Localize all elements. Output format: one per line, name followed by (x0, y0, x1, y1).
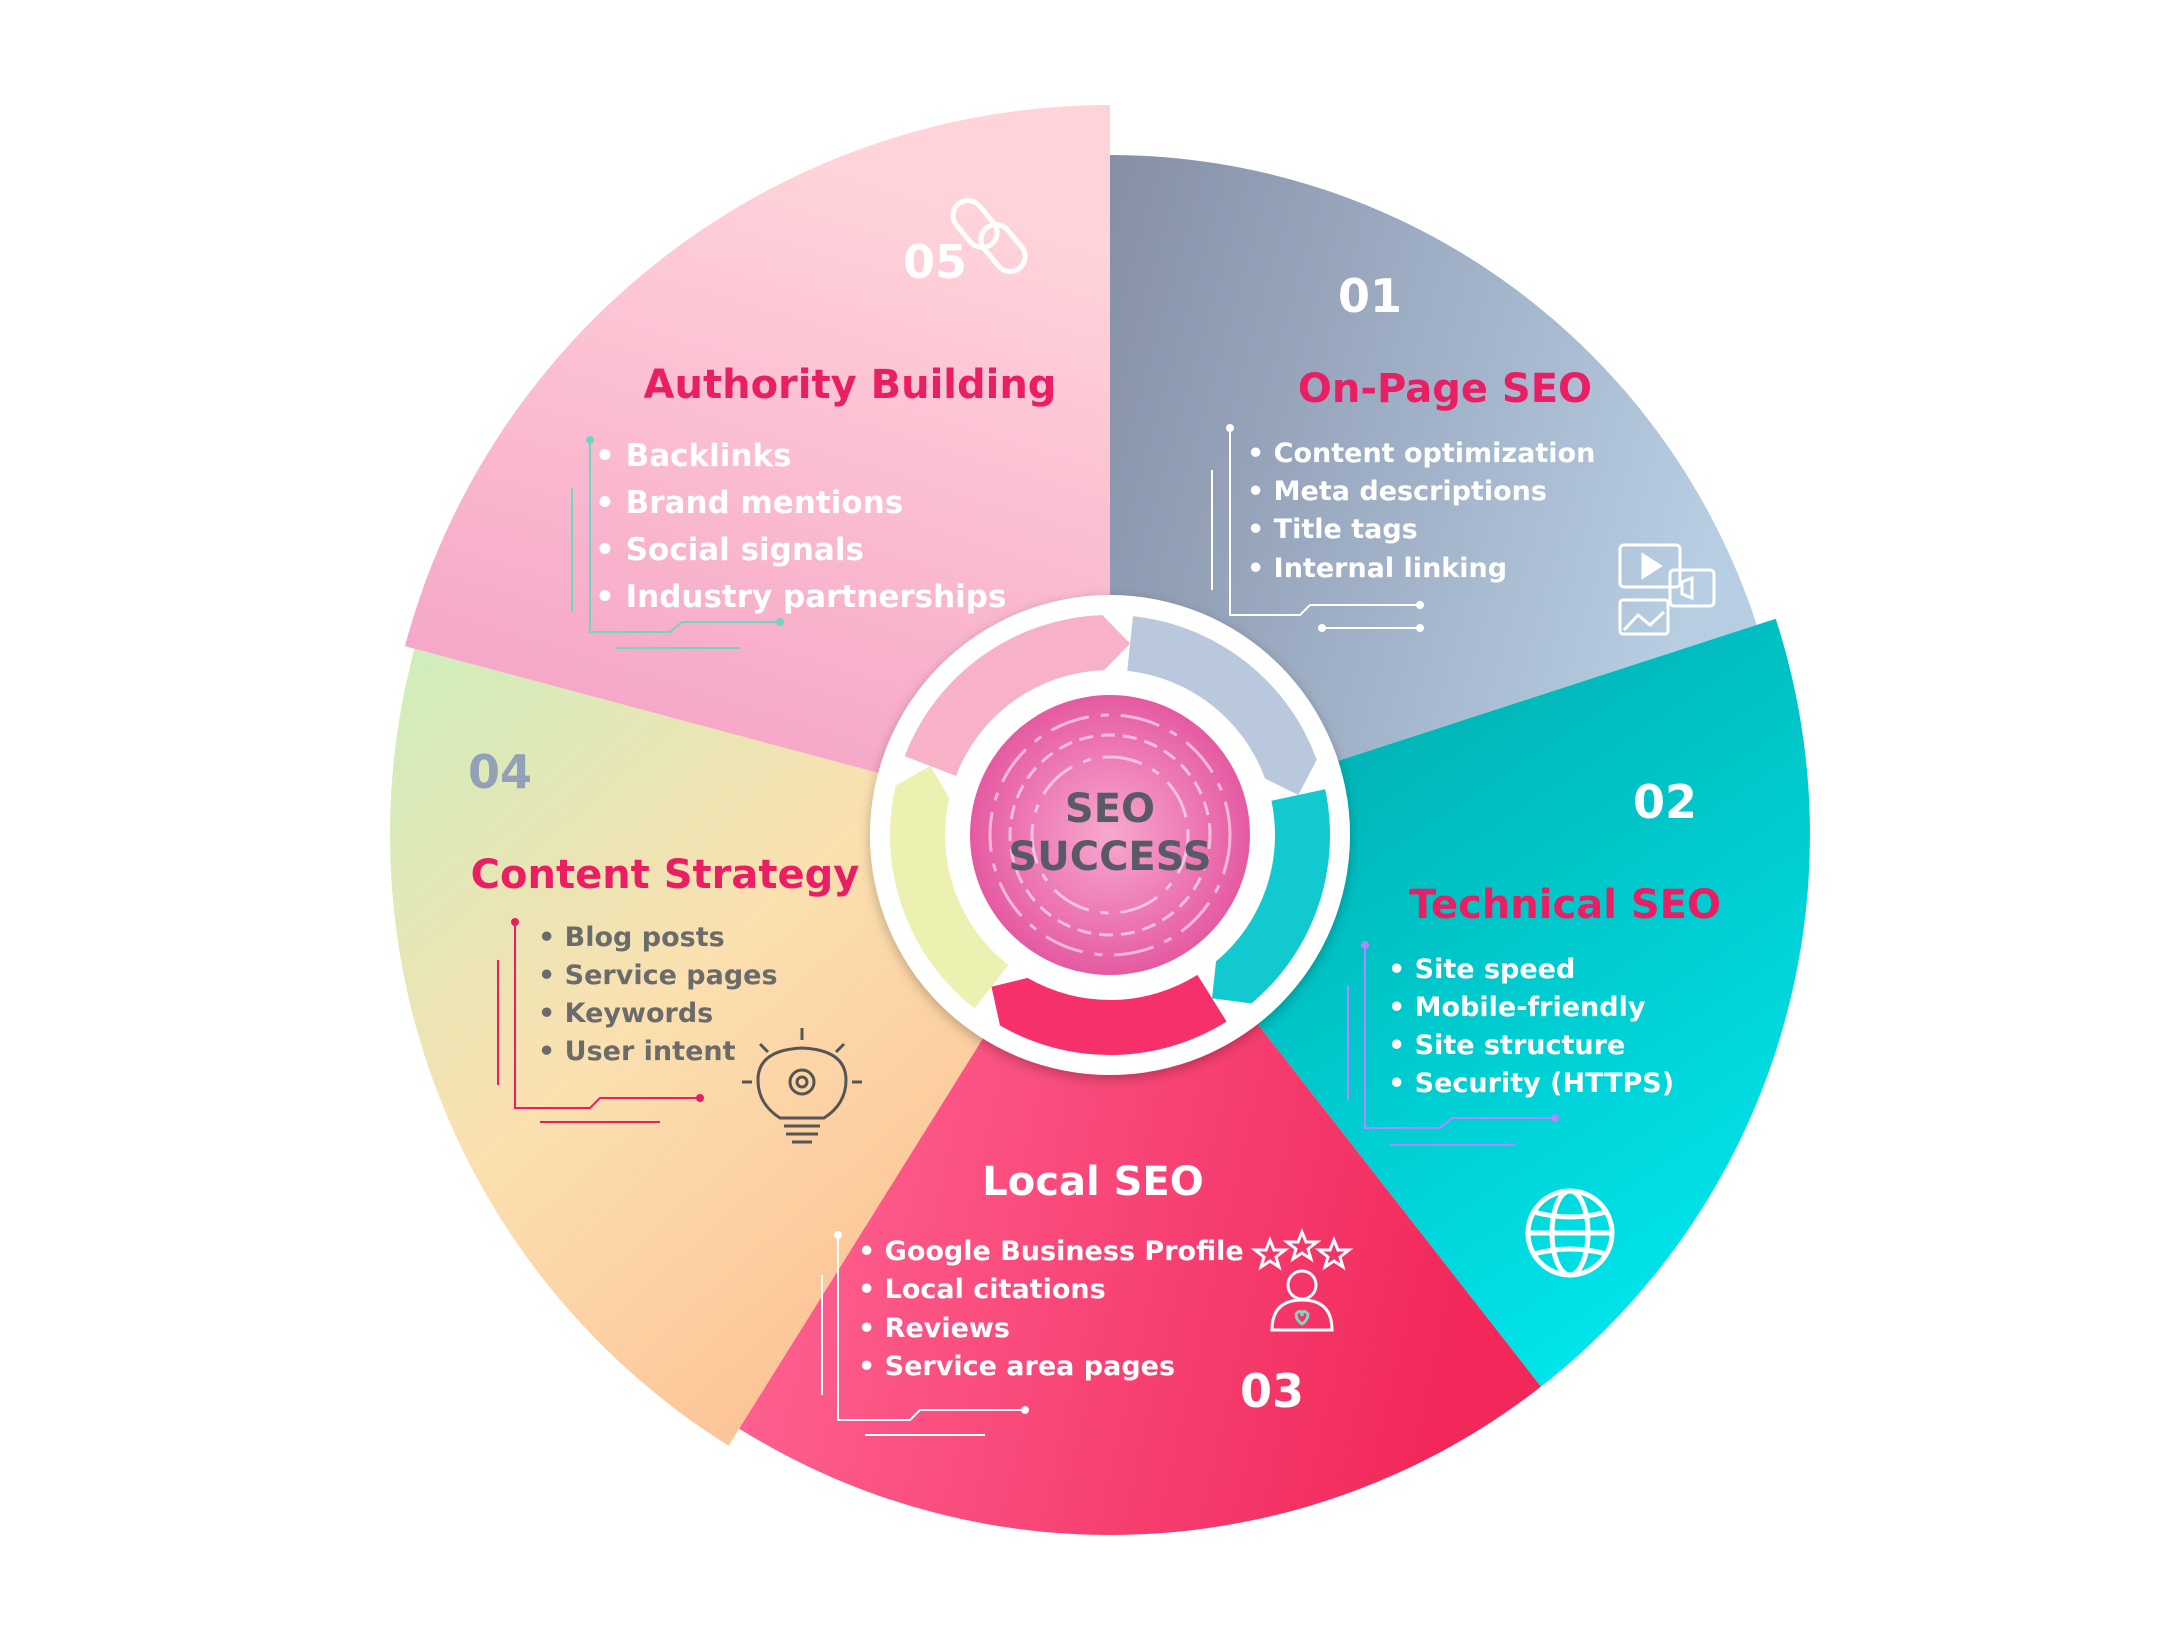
segment-01-item-1: • Content optimization (1247, 438, 1595, 469)
segment-03-circuit-lines (821, 1231, 1029, 1436)
segment-02-circuit-lines (1347, 941, 1559, 1146)
segment-05-item-2: • Brand mentions (595, 485, 903, 521)
segment-04-item-4: • User intent (538, 1036, 736, 1067)
center-title-line2: SUCCESS (1008, 834, 1211, 880)
segment-03-item-1: • Google Business Profile (858, 1236, 1244, 1267)
segment-01-title: On-Page SEO (1298, 366, 1592, 412)
chain-link-icon (950, 198, 1028, 274)
center-hub: SEO SUCCESS (870, 595, 1350, 1075)
globe-icon (1525, 1188, 1615, 1278)
center-title-line1: SEO (1065, 786, 1155, 832)
segment-04-title: Content Strategy (471, 852, 860, 898)
segment-05-item-3: • Social signals (595, 532, 864, 568)
segment-02-number: 02 (1633, 775, 1697, 829)
media-icon (1618, 543, 1716, 636)
segment-02-item-1: • Site speed (1388, 954, 1575, 985)
segment-05-item-4: • Industry partnerships (595, 579, 1006, 615)
cycle-arrow-3 (991, 974, 1227, 1055)
segment-01-item-2: • Meta descriptions (1247, 476, 1547, 507)
cycle-arrow-4 (889, 766, 1009, 1009)
segment-01-circuit-lines (1211, 424, 1424, 632)
cycle-arrow-1 (1127, 616, 1317, 795)
center-tech-pattern (988, 713, 1232, 957)
segment-02-item-4: • Security (HTTPS) (1388, 1068, 1674, 1099)
segment-05-content: 05 Authority Building • Backlinks • Bran… (571, 198, 1057, 649)
segment-02-item-3: • Site structure (1388, 1030, 1625, 1061)
segment-03-number: 03 (1240, 1364, 1304, 1418)
segment-01-number: 01 (1338, 269, 1402, 323)
rating-person-icon (1250, 1227, 1354, 1332)
segment-03-item-3: • Reviews (858, 1313, 1010, 1344)
segment-04-number: 04 (468, 745, 532, 799)
segment-04-circuit-lines (497, 918, 704, 1123)
segment-02-content: 02 Technical SEO • Site speed • Mobile-f… (1347, 775, 1721, 1278)
segment-02-title: Technical SEO (1409, 882, 1721, 928)
segment-01-item-4: • Internal linking (1247, 553, 1507, 584)
segment-04-item-2: • Service pages (538, 960, 778, 991)
cycle-arrow-2 (1212, 789, 1330, 1004)
segment-03-item-2: • Local citations (858, 1274, 1106, 1305)
segment-03-content: Local SEO • Google Business Profile • Lo… (821, 1159, 1354, 1436)
segment-03-item-4: • Service area pages (858, 1351, 1175, 1382)
segment-04-content: 04 Content Strategy • Blog posts • Servi… (468, 745, 862, 1144)
segment-05-item-1: • Backlinks (595, 438, 792, 474)
segment-01-content: 01 On-Page SEO • Content optimization • … (1211, 269, 1716, 636)
segment-05-number: 05 (903, 235, 967, 289)
segment-01-item-3: • Title tags (1247, 514, 1418, 545)
segment-04-item-3: • Keywords (538, 998, 713, 1029)
segment-04-item-1: • Blog posts (538, 922, 725, 953)
lightbulb-gear-icon (742, 1028, 862, 1144)
segment-05-title: Authority Building (644, 362, 1057, 408)
hud-ring-1 (988, 713, 1232, 957)
segment-05-wedge (404, 105, 1110, 835)
hud-ring-2 (1008, 733, 1212, 937)
segment-05-circuit-lines (571, 436, 784, 649)
cycle-arrows (889, 615, 1330, 1055)
cycle-arrow-5 (904, 615, 1131, 776)
hud-ring-3 (1030, 755, 1190, 915)
segment-03-wedge (739, 835, 1541, 1535)
segment-03-title: Local SEO (982, 1159, 1203, 1205)
segment-02-item-2: • Mobile-friendly (1388, 992, 1646, 1023)
